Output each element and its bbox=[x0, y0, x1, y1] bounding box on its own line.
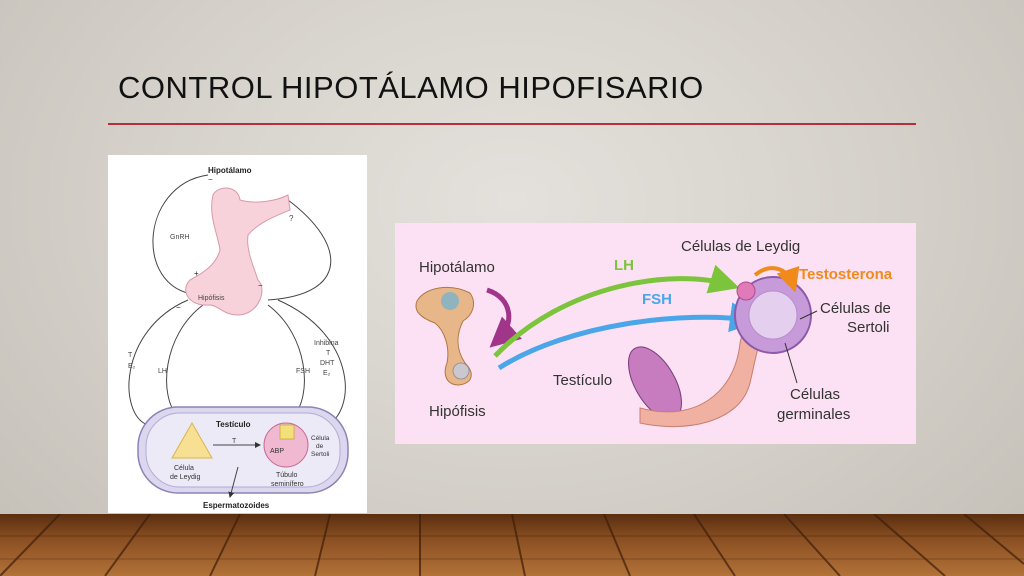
label-testiculo: Testículo bbox=[216, 420, 251, 429]
pituitary-illustration bbox=[415, 286, 474, 386]
left-diagram-panel: Hipotálamo − GnRH + ? Hipófisis − − T E₂… bbox=[108, 155, 367, 513]
posterior-pituitary bbox=[452, 362, 470, 380]
right-diagram: Hipotálamo Hipófisis LH FSH Testículo Cé… bbox=[415, 238, 893, 428]
label-dht: DHT bbox=[320, 360, 335, 367]
leydig-cluster bbox=[736, 281, 756, 301]
fsh-arrow bbox=[497, 302, 760, 371]
label-celulas-germinales-2: germinales bbox=[777, 406, 850, 423]
label-hipotalamo: Hipotálamo bbox=[419, 259, 495, 276]
hypothalamus-pituitary-arrow bbox=[486, 287, 522, 348]
label-testosterona: Testosterona bbox=[799, 266, 893, 283]
label-hipofisis: Hipófisis bbox=[198, 295, 225, 302]
label-celula-sertoli-3: Sertoli bbox=[311, 451, 329, 458]
gnrh-loop bbox=[152, 174, 209, 298]
right-top-loop bbox=[267, 199, 332, 301]
label-lh: LH bbox=[614, 257, 634, 274]
title-underline bbox=[108, 123, 916, 125]
label-t: T bbox=[326, 350, 331, 357]
label-gnrh: GnRH bbox=[170, 234, 189, 241]
lh-arrow bbox=[493, 264, 740, 358]
label-left-t: T bbox=[128, 352, 133, 359]
label-celula-leydig-1: Célula bbox=[174, 465, 194, 472]
label-fsh: FSH bbox=[296, 368, 310, 375]
label-abp: ABP bbox=[270, 448, 284, 455]
label-celula-leydig-2: de Leydig bbox=[170, 474, 200, 481]
fsh-arrow bbox=[267, 304, 305, 418]
tubulo-circle bbox=[263, 422, 309, 468]
hypothalamus-nucleus bbox=[441, 292, 459, 310]
pituitary-shape bbox=[185, 187, 291, 316]
leydig-triangle bbox=[171, 421, 213, 459]
tubule-lumen bbox=[748, 290, 798, 340]
espermatozoides-arrow bbox=[228, 466, 239, 498]
label-celula-sertoli-2: de bbox=[316, 443, 324, 450]
germinales-pointer bbox=[784, 342, 798, 384]
testosterona-arrow bbox=[753, 266, 800, 293]
label-testiculo: Testículo bbox=[553, 372, 612, 389]
slide-title: CONTROL HIPOTÁLAMO HIPOFISARIO bbox=[118, 70, 704, 105]
wood-floor bbox=[0, 514, 1024, 576]
minus-sign-left: − bbox=[176, 303, 181, 312]
label-hipotalamo: Hipotálamo bbox=[208, 166, 252, 175]
label-celulas-leydig: Células de Leydig bbox=[681, 238, 800, 255]
label-celulas-sertoli-1: Células de bbox=[820, 300, 891, 317]
label-question: ? bbox=[289, 214, 294, 223]
left-feedback-loop bbox=[128, 299, 189, 426]
label-inhibina: Inhibina bbox=[314, 340, 339, 347]
label-tubulo-2: seminífero bbox=[271, 481, 304, 488]
label-tubulo-1: Túbulo bbox=[276, 472, 298, 479]
left-diagram: Hipotálamo − GnRH + ? Hipófisis − − T E₂… bbox=[128, 166, 349, 510]
label-espermatozoides: Espermatozoides bbox=[203, 501, 270, 510]
label-t-arrow: T bbox=[232, 438, 237, 445]
label-celula-sertoli-1: Célula bbox=[311, 435, 330, 442]
label-e2: E₂ bbox=[323, 370, 331, 377]
sertoli-pointer bbox=[799, 310, 818, 320]
minus-sign-top: − bbox=[208, 175, 213, 184]
label-celulas-germinales-1: Células bbox=[790, 386, 840, 403]
lh-arrow bbox=[166, 304, 204, 418]
right-diagram-panel: Hipotálamo Hipófisis LH FSH Testículo Cé… bbox=[395, 223, 916, 444]
sertoli-cell bbox=[279, 424, 295, 440]
label-left-e2: E₂ bbox=[128, 363, 136, 370]
minus-sign-right: − bbox=[258, 281, 263, 290]
label-fsh: FSH bbox=[642, 291, 672, 308]
plus-sign-gnrh: + bbox=[194, 269, 199, 278]
label-hipofisis: Hipófisis bbox=[429, 403, 486, 420]
label-lh: LH bbox=[158, 368, 167, 375]
label-celulas-sertoli-2: Sertoli bbox=[847, 319, 890, 336]
